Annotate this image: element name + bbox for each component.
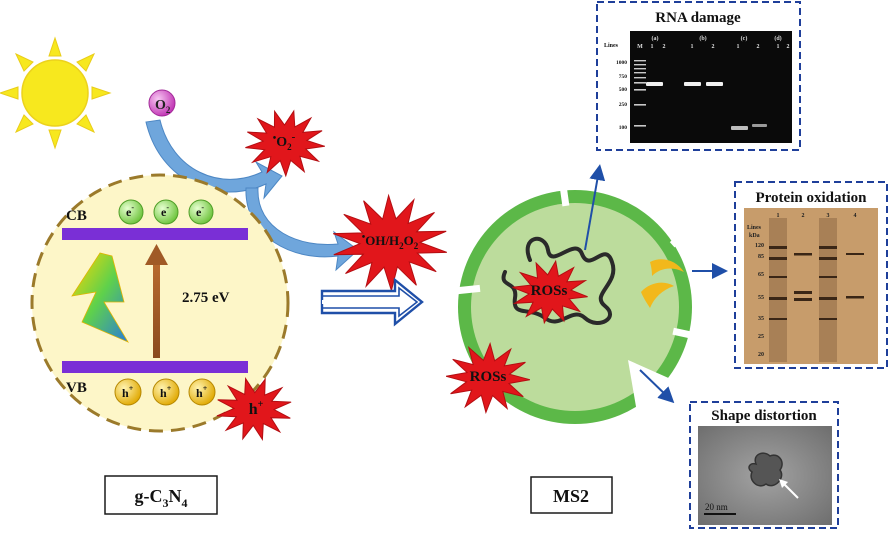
hole-1: h+ — [114, 378, 142, 406]
protein-gel-image — [744, 208, 878, 364]
excitation-arrow — [145, 244, 168, 358]
protein-lane-number: 3 — [827, 213, 830, 219]
protein-kda-marks: 120 85 65 55 35 25 20 — [755, 243, 764, 358]
protein-bands — [769, 218, 864, 362]
protein-lane-number: 1 — [777, 213, 780, 219]
scale-label: 20 nm — [705, 502, 728, 512]
distorted-virion — [748, 452, 783, 487]
rna-lane-numbers: M 1 2 1 2 1 2 1 2 — [637, 44, 789, 50]
ros-star-outer: ROSs — [445, 342, 531, 414]
virus-name: MS2 — [553, 486, 589, 506]
protein-fragment-icons — [641, 259, 684, 308]
catalyst-name-box: g-C3N4 — [104, 475, 218, 515]
protein-kda-mark: 120 — [755, 243, 764, 249]
connector-arrows — [584, 164, 728, 404]
holes: h+ h+ h+ — [114, 378, 216, 406]
rna-ladder-mark: 500 — [619, 87, 628, 93]
valence-band — [62, 361, 248, 373]
protein-lane-number: 2 — [802, 213, 805, 219]
hydroxyl-star: •OH/H2O2 — [333, 193, 447, 293]
virus-name-box: MS2 — [530, 476, 613, 514]
cb-label: CB — [66, 208, 87, 224]
rna-group-label: (d) — [774, 35, 781, 42]
double-arrow — [320, 277, 424, 327]
shape-panel-title: Shape distortion — [711, 408, 817, 424]
ros-outer-label: ROSs — [470, 369, 507, 385]
superoxide-label: •O2- — [273, 131, 296, 152]
o2-to-superoxide-arrow — [145, 119, 283, 200]
hole-star-label: h+ — [249, 399, 264, 418]
electrons: e- e- e- — [118, 199, 214, 225]
hydroxyl-label: •OH/H2O2 — [362, 232, 419, 251]
rna-lane-number: 1 — [651, 44, 654, 50]
vb-label: VB — [66, 380, 87, 396]
rna-group-labels: (a) (b) (c) (d) — [652, 35, 782, 42]
rna-ladder-mark: 1000 — [616, 60, 627, 66]
rna-group-label: (c) — [741, 35, 748, 42]
oxygen-label: O2 — [155, 98, 171, 115]
band-gap-label: 2.75 eV — [182, 290, 230, 306]
rna-ladder-mark: 750 — [619, 74, 628, 80]
rna-lanes-header: Lines — [604, 43, 619, 49]
hole-3: h+ — [188, 378, 216, 406]
protein-kda-mark: 35 — [758, 316, 764, 322]
protein-panel-title: Protein oxidation — [756, 190, 868, 206]
sun-icon — [0, 36, 112, 150]
rna-lane-number: 2 — [663, 44, 666, 50]
protein-lane-numbers: 1 2 3 4 — [777, 213, 857, 219]
svg-text:h+: h+ — [196, 384, 208, 400]
electron-1: e- — [118, 199, 144, 225]
oxygen-molecule: O2 — [148, 89, 176, 117]
protein-kda-mark: 20 — [758, 352, 764, 358]
superoxide-star: •O2- — [245, 109, 325, 178]
protein-oxidation-panel: Protein oxidation Lines kDa 1 2 3 4 120 85 65… — [734, 181, 888, 369]
rna-lane-number: 2 — [757, 44, 760, 50]
catalyst-particle: CB VB e- e- e- h+ h+ — [30, 173, 290, 433]
svg-text:h+: h+ — [122, 384, 134, 400]
protein-kda-mark: 55 — [758, 295, 764, 301]
rna-lane-number: 1 — [777, 44, 780, 50]
shape-distortion-panel: Shape distortion 20 nm — [689, 401, 839, 529]
rna-ladder-marks: 1000 750 500 250 100 — [616, 60, 627, 131]
rna-lane-number: 2 — [787, 44, 790, 50]
rna-lane-number: M — [637, 44, 643, 50]
rna-group-label: (b) — [699, 35, 706, 42]
rna-panel-title: RNA damage — [655, 10, 741, 26]
rna-lane-number: 1 — [737, 44, 740, 50]
rna-group-label: (a) — [652, 35, 659, 42]
rna-bands — [634, 60, 767, 130]
rna-strand — [501, 236, 616, 325]
protein-kda-mark: 85 — [758, 254, 764, 260]
rna-lane-number: 1 — [691, 44, 694, 50]
catalyst-name: g-C3N4 — [135, 486, 188, 510]
rna-ladder-mark: 250 — [619, 102, 628, 108]
svg-text:e-: e- — [126, 203, 134, 219]
svg-text:h+: h+ — [160, 384, 172, 400]
protein-kda-mark: 25 — [758, 334, 764, 340]
protein-header-1: Lines — [747, 225, 762, 231]
conduction-band — [62, 228, 248, 240]
lightning-icon — [71, 252, 129, 343]
rna-lane-number: 2 — [712, 44, 715, 50]
protein-lane-number: 4 — [854, 213, 857, 219]
svg-text:e-: e- — [196, 203, 204, 219]
scale-bar — [704, 513, 736, 515]
protein-header-2: kDa — [749, 233, 760, 239]
ros-inner-label: ROSs — [531, 283, 568, 299]
svg-text:e-: e- — [161, 203, 169, 219]
electron-2: e- — [153, 199, 179, 225]
rna-ladder-mark: 100 — [619, 125, 628, 131]
hole-2: h+ — [152, 378, 180, 406]
electron-3: e- — [188, 199, 214, 225]
ros-star-inner: ROSs — [512, 259, 588, 325]
protein-kda-mark: 65 — [758, 272, 764, 278]
hole-star: h+ — [216, 377, 292, 441]
